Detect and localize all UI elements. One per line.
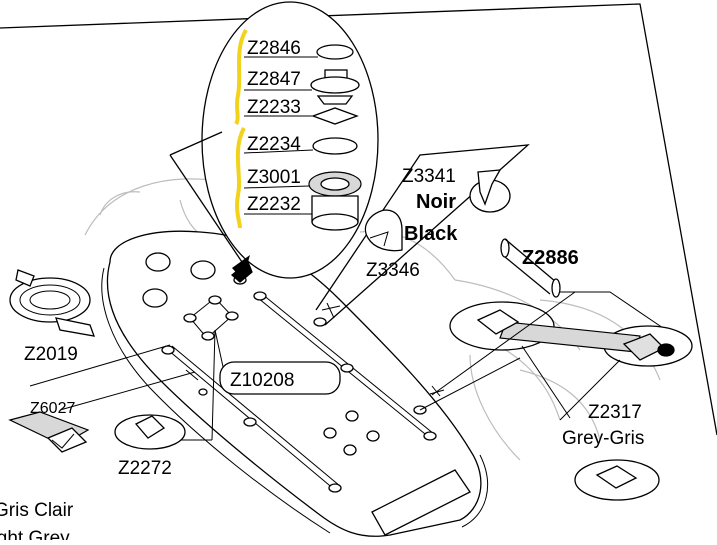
label-z2234: Z2234 (247, 134, 301, 155)
accessory-callout (315, 144, 530, 326)
label-z2886: Z2886 (522, 247, 579, 269)
label-z3001: Z3001 (247, 167, 301, 188)
label-z2019: Z2019 (24, 344, 78, 365)
label-gris-clair: Gris Clair (0, 500, 74, 521)
valve-detail-callout (169, 1, 379, 280)
part-z2019 (9, 269, 95, 337)
z10208-badge (219, 361, 341, 395)
label-z2847: Z2847 (247, 69, 301, 90)
part-z2272 (114, 414, 186, 450)
part-z6027 (8, 344, 196, 453)
part-z2886 (500, 238, 667, 331)
label-z6027: Z6027 (30, 400, 75, 417)
label-z10208: Z10208 (230, 370, 294, 391)
part-z2317 (419, 291, 693, 501)
label-grey-gris: Grey-Gris (562, 428, 644, 449)
label-black: Black (404, 223, 458, 245)
label-z2317: Z2317 (588, 402, 642, 423)
labels: Z2846 Z2847 Z2233 Z2234 Z3001 Z2232 Z334… (0, 38, 644, 545)
label-z2272: Z2272 (118, 458, 172, 479)
label-z2846: Z2846 (247, 38, 301, 59)
page-frame (0, 3, 717, 436)
label-z3341: Z3341 (402, 166, 456, 187)
label-noir: Noir (416, 191, 456, 213)
label-light-grey: Light Grey (0, 528, 70, 540)
label-z3346: Z3346 (366, 260, 420, 281)
label-z2232: Z2232 (247, 194, 301, 215)
bracket-upper (234, 28, 248, 126)
label-z2233: Z2233 (247, 97, 301, 118)
bracket-lower (235, 127, 246, 229)
